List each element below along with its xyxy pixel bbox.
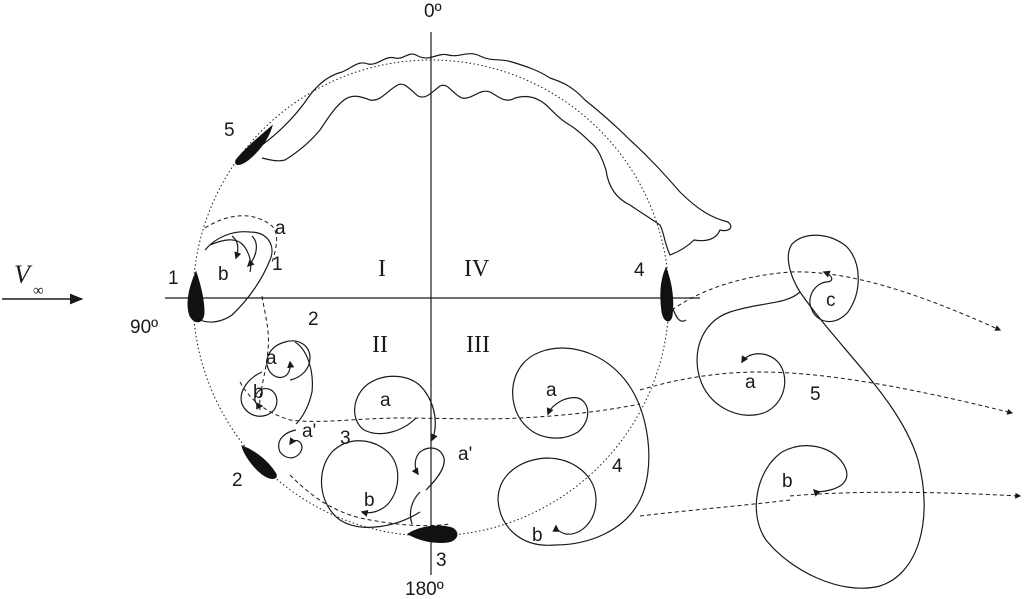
p3-label-a: a xyxy=(380,390,391,411)
p5-label-a: a xyxy=(745,372,756,393)
position3-connector xyxy=(409,491,421,525)
freestream-subscript: ∞ xyxy=(33,283,44,299)
position1-dashed-trail xyxy=(259,295,269,411)
position5-dashed-c xyxy=(671,271,1002,331)
position3-vortex-ap xyxy=(411,447,445,491)
blade-2 xyxy=(241,445,277,479)
position2-vortex-a xyxy=(266,340,311,381)
p3-label-3: 3 xyxy=(340,428,351,449)
p2-label-b: b xyxy=(253,382,264,403)
position5-vortex-a xyxy=(696,291,801,416)
position1-outer-loop xyxy=(199,231,273,323)
position2-vortex-b xyxy=(240,371,278,417)
position2-dashed xyxy=(239,381,641,422)
position3-dashed xyxy=(289,474,451,527)
blade-1 xyxy=(187,270,205,323)
quadrant-II: II xyxy=(372,332,388,358)
position3-vortex-a xyxy=(354,375,438,442)
position1-vortex-b xyxy=(246,235,257,268)
angle-0: 0º xyxy=(424,1,442,22)
angle-180: 180º xyxy=(405,579,444,599)
blade-label-2: 2 xyxy=(232,470,243,491)
angle-90: 90º xyxy=(130,317,158,338)
p5-label-c: c xyxy=(826,290,836,311)
shed-vortex-sheet xyxy=(261,53,732,256)
blade-label-3: 3 xyxy=(436,550,447,571)
position4-vortex-b xyxy=(497,457,597,546)
position5-vortex-c xyxy=(787,234,859,323)
p5-label-5: 5 xyxy=(810,384,821,405)
blade-3 xyxy=(407,525,458,543)
p4-label-4: 4 xyxy=(612,456,623,477)
freestream-symbol: V xyxy=(14,260,33,289)
blade-label-1: 1 xyxy=(168,268,179,289)
blade-4 xyxy=(660,266,674,322)
quadrant-I: I xyxy=(378,256,386,282)
p5-label-b: b xyxy=(782,471,793,492)
position1-vortex-a xyxy=(231,235,242,260)
position2-outer xyxy=(294,341,313,425)
p4-label-a: a xyxy=(546,380,557,401)
position4-dashed-lower xyxy=(639,499,791,517)
position5-vortex-b xyxy=(755,291,925,589)
blade-label-4: 4 xyxy=(634,260,645,281)
quadrant-IV: IV xyxy=(464,256,490,282)
position1-inner-loop xyxy=(209,239,252,273)
position4-vortex-a xyxy=(512,347,650,546)
p3-label-ap: a' xyxy=(458,444,472,465)
position2-vortex-ap xyxy=(278,429,303,459)
p4-label-b: b xyxy=(532,525,543,546)
p3-label-b: b xyxy=(364,490,375,511)
p1-label-2: 2 xyxy=(308,309,319,330)
blade-5 xyxy=(235,124,273,165)
p1-label-a: a xyxy=(275,218,286,239)
blade-label-5: 5 xyxy=(224,120,235,141)
quadrant-III: III xyxy=(466,332,490,358)
p2-label-ap: a' xyxy=(302,421,316,442)
p2-label-a: a xyxy=(266,348,277,369)
position5-dashed-b xyxy=(789,491,1022,499)
position3-vortex-b xyxy=(320,440,421,528)
position1-dashed-shed xyxy=(204,215,278,263)
blade-4-trail xyxy=(671,305,687,322)
position5-dashed-a xyxy=(639,371,1014,415)
p1-label-b: b xyxy=(218,264,229,285)
p1-label-1: 1 xyxy=(272,254,283,275)
